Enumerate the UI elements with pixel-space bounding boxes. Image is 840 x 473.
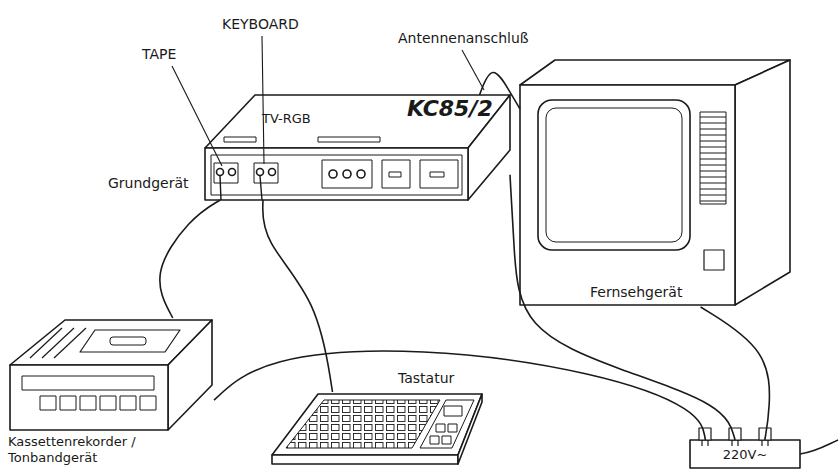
connector-label: KEYBOARD <box>222 16 299 32</box>
keyboard-drawing <box>272 394 482 464</box>
cable <box>160 200 220 318</box>
device-label: Grundgerät <box>108 175 189 191</box>
device-node: Tastatur <box>268 392 483 467</box>
device-node: 220V~ <box>690 440 800 468</box>
panel-label: TV-RGB <box>262 111 311 127</box>
connector-label: Antennenanschluß <box>398 30 529 46</box>
cable <box>701 307 770 440</box>
device-node: Kassettenrekorder / Tonbandgerät <box>8 318 214 432</box>
tv-drawing <box>520 60 790 305</box>
device-node: Fernsehgerät <box>520 82 735 307</box>
base-unit-drawing <box>205 95 510 200</box>
device-label: 220V~ <box>723 448 768 462</box>
connector-label: TAPE <box>142 46 176 62</box>
power-strip-drawing <box>690 428 838 468</box>
cable <box>214 351 705 440</box>
device-label: Fernsehgerät <box>590 284 682 300</box>
device-node: KC85/2Grundgerät <box>205 95 510 200</box>
cassette-recorder-drawing <box>10 320 212 430</box>
device-label: Tastatur <box>398 370 454 386</box>
device-label: Kassettenrekorder / Tonbandgerät <box>8 434 168 466</box>
model-logo: KC85/2 <box>407 97 493 121</box>
